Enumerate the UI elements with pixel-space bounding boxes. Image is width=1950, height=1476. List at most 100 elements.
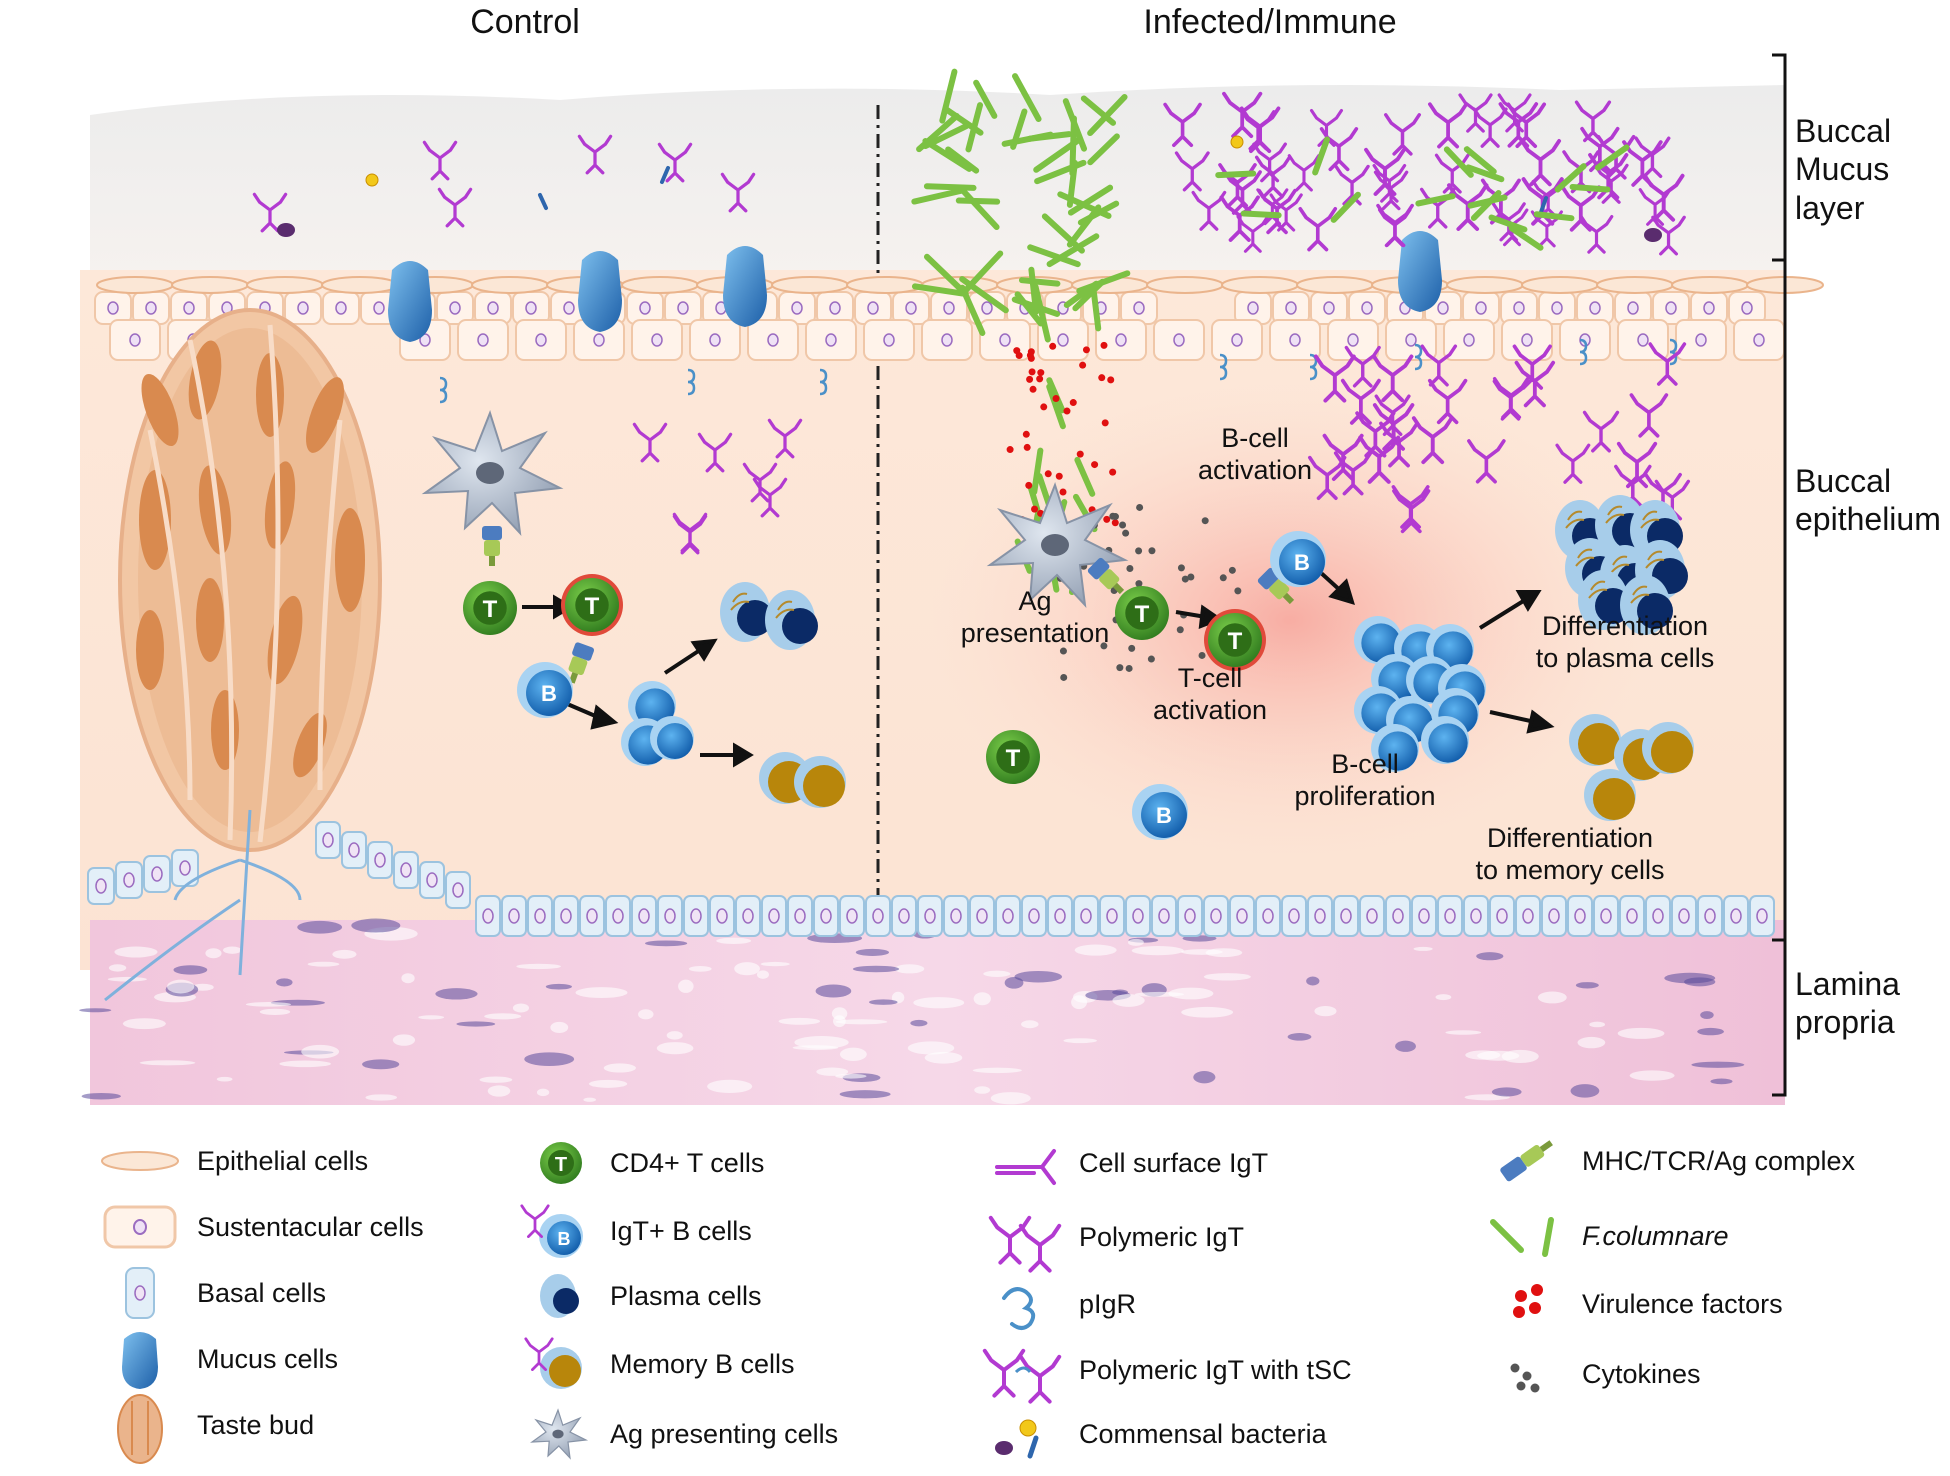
lamina-speckle: [707, 1079, 753, 1094]
basal-cell: [367, 841, 393, 879]
basal-cell: [657, 895, 683, 937]
sustentacular-cell: [1211, 319, 1263, 361]
polymeric-igt: [672, 512, 708, 553]
lamina-speckle: [907, 1041, 955, 1055]
sustentacular-cell: [109, 319, 161, 361]
f-columnare: [1057, 191, 1112, 219]
lamina-speckle: [688, 966, 712, 972]
lamina-speckle: [1112, 989, 1128, 995]
f-columnare-icon: [1480, 1211, 1570, 1261]
sustentacular-cell: [631, 319, 683, 361]
legend-item: F.columnare: [1480, 1211, 1729, 1261]
epithelial-cell: [96, 276, 174, 294]
mhc-tcr-ag-icon: [1500, 1140, 1553, 1182]
lamina-speckle: [167, 979, 195, 994]
cytokine: [1116, 664, 1124, 672]
polymeric-igt: [1648, 342, 1687, 386]
b-cell-letter: B: [1294, 550, 1310, 575]
commensal-bacteria-icon: [977, 1409, 1067, 1459]
basal-cell: [1073, 895, 1099, 937]
lamina-speckle: [1570, 1084, 1600, 1098]
basal-cell: [813, 895, 839, 937]
b-cell-letter: B: [541, 681, 557, 706]
polymeric-igt: [1222, 91, 1263, 139]
pigr-icon: [1579, 338, 1588, 366]
f-columnare: [1031, 447, 1044, 495]
b-cell-icon: [547, 1221, 581, 1255]
f-columnare: [1569, 183, 1611, 193]
basal-cell: [1567, 895, 1593, 937]
virulence-factor: [1037, 369, 1045, 377]
virulence-factor: [1103, 515, 1111, 523]
basal-cell: [171, 849, 199, 887]
sustentacular-cell: [747, 319, 799, 361]
f-columnare: [1312, 136, 1331, 176]
legend-item: CD4+ T cells: [508, 1138, 764, 1188]
t-cell: T: [986, 730, 1040, 784]
lamina-speckle: [678, 979, 694, 993]
cytokines-icon: [1480, 1349, 1570, 1399]
sustentacular-cell: [689, 319, 741, 361]
label-ag-presentation: Ag presentation: [960, 586, 1110, 649]
virulence-factor: [1069, 399, 1077, 407]
b-cell-letter: B: [558, 1229, 571, 1249]
legend-item: IgT+ B cells: [508, 1206, 752, 1256]
lamina-speckle: [910, 1019, 928, 1027]
f-columnare: [1463, 146, 1497, 175]
cytokine: [1228, 566, 1236, 574]
f-columnare: [1465, 164, 1505, 183]
basal-cell: [1697, 895, 1723, 937]
lamina-speckle: [245, 1002, 292, 1007]
memory-b-cell: [794, 756, 846, 808]
legend-label: Cell surface IgT: [1079, 1147, 1269, 1178]
lamina-speckle: [990, 1092, 1031, 1105]
lamina-speckle: [855, 948, 890, 956]
polymeric-igt: [1377, 208, 1412, 247]
cytokine: [1060, 673, 1068, 681]
polymeric-igt: [1498, 102, 1539, 148]
commensal-bacteria: [365, 173, 379, 187]
f-columnare: [1080, 95, 1117, 126]
polymeric-igt: [1355, 411, 1396, 458]
cytokine: [1176, 626, 1184, 634]
legend-label: Polymeric IgT: [1079, 1221, 1245, 1252]
legend-item: Memory B cells: [508, 1339, 795, 1389]
basal-cell: [501, 895, 527, 937]
basal-cell: [1359, 895, 1385, 937]
lamina-speckle: [512, 1003, 530, 1013]
basal-cell: [1723, 895, 1749, 937]
t-cell: T: [561, 574, 623, 636]
basal-cell: [143, 855, 171, 893]
pigr-icon: [977, 1279, 1067, 1329]
f-columnare: [1033, 137, 1082, 173]
sustentacular-cell-icon: [133, 1219, 147, 1235]
t-cell-letter: T: [1228, 628, 1243, 655]
cytokine: [1147, 655, 1155, 663]
lamina-speckle: [216, 1076, 233, 1082]
sustentacular-cell: [457, 319, 509, 361]
t-cell-letter: T: [483, 596, 498, 623]
legend-item: Ag presenting cells: [508, 1409, 838, 1459]
lamina-speckle: [1314, 1005, 1337, 1017]
lamina-speckle: [1127, 938, 1144, 946]
f-columnare: [923, 253, 969, 298]
t-cell-letter: T: [1135, 601, 1150, 628]
lamina-speckle: [1537, 991, 1567, 1004]
cytokine: [1100, 642, 1108, 650]
lamina-speckle: [524, 1052, 575, 1067]
sustentacular-cell: [515, 319, 567, 361]
f-columnare: [957, 185, 1000, 231]
polymeric-igt: [742, 462, 778, 503]
basal-cell: [631, 895, 657, 937]
epithelial-cell: [1521, 276, 1599, 294]
polymeric-igt: [1580, 126, 1620, 173]
lamina-speckle: [301, 1044, 340, 1059]
taste-bud: [118, 308, 382, 852]
epithelial-cell: [621, 276, 699, 294]
cytokine: [1148, 547, 1156, 555]
basal-cell: [1125, 895, 1151, 937]
pigr-icon: [819, 368, 828, 396]
basal-cell: [1099, 895, 1125, 937]
basal-cell: [1151, 895, 1177, 937]
surface-igt-icon: [977, 1138, 1067, 1188]
